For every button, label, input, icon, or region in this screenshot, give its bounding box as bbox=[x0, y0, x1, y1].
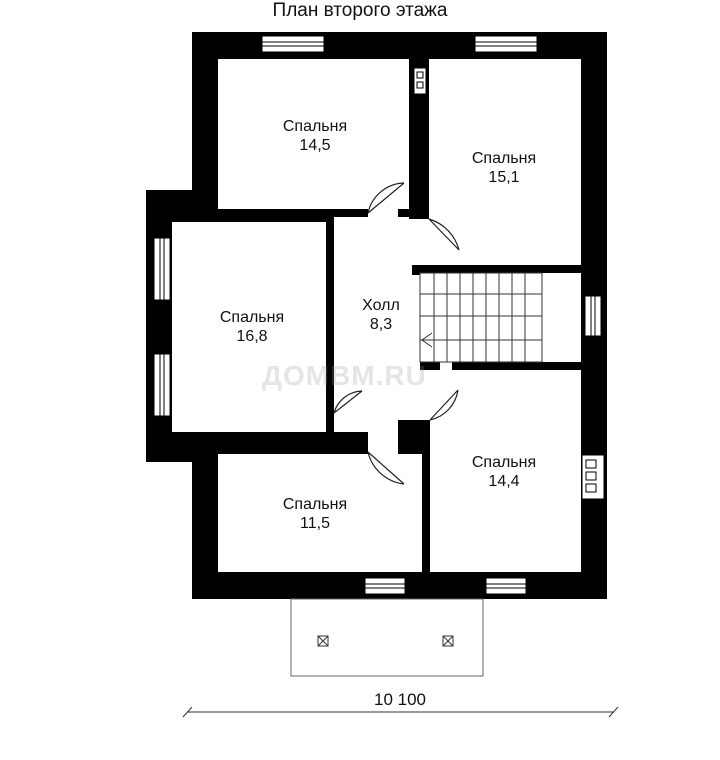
wall-left-lower bbox=[192, 436, 218, 599]
room-bedroom-5: Спальня 14,4 bbox=[429, 453, 579, 491]
room-area: 14,4 bbox=[488, 473, 520, 490]
plan-title: План второго этажа bbox=[272, 0, 448, 21]
room-name: Спальня bbox=[282, 118, 348, 135]
wall-top bbox=[192, 32, 607, 59]
room-area: 8,3 bbox=[369, 316, 393, 333]
porch-post-left bbox=[317, 635, 329, 647]
room-bedroom-1: Спальня 14,5 bbox=[240, 117, 390, 155]
room-area: 14,5 bbox=[299, 137, 331, 154]
room-hall: Холл 8,3 bbox=[306, 296, 456, 334]
porch bbox=[290, 598, 484, 677]
interior-walls bbox=[172, 59, 581, 572]
dimension-line bbox=[182, 706, 619, 718]
room-name: Холл bbox=[362, 297, 400, 314]
wall-left-upper bbox=[192, 32, 218, 212]
room-area: 16,8 bbox=[236, 328, 268, 345]
room-bedroom-4: Спальня 11,5 bbox=[240, 495, 390, 533]
windows bbox=[153, 35, 602, 595]
porch-post-right bbox=[442, 635, 454, 647]
room-bedroom-3: Спальня 16,8 bbox=[177, 308, 327, 346]
dimension-label: 10 100 bbox=[374, 690, 426, 709]
room-name: Спальня bbox=[471, 150, 537, 167]
room-area: 15,1 bbox=[488, 169, 520, 186]
room-area: 11,5 bbox=[300, 515, 330, 532]
watermark: ДОМВМ.RU bbox=[262, 360, 427, 391]
room-bedroom-2: Спальня 15,1 bbox=[429, 149, 579, 187]
room-name: Спальня bbox=[282, 496, 348, 513]
wall-bay-left bbox=[146, 190, 172, 462]
vents bbox=[413, 67, 605, 500]
doors bbox=[333, 182, 460, 485]
room-name: Спальня bbox=[471, 454, 537, 471]
room-name: Спальня bbox=[219, 309, 285, 326]
stairs bbox=[419, 272, 543, 363]
